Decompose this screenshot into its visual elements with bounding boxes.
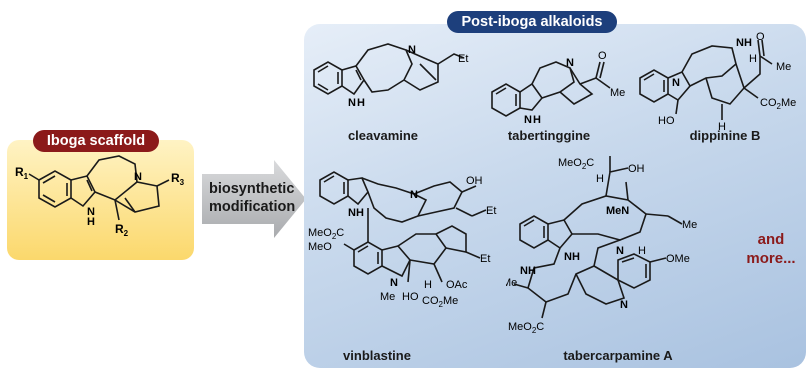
tabertinggine-structure: N N H O Me: [491, 50, 625, 126]
nh-h-label: H: [87, 216, 95, 228]
and-more-line1: and: [757, 231, 785, 248]
iboga-scaffold-structure: R1 R3 R2 N H N: [15, 155, 185, 238]
vinblastine-atom-ho: HO: [402, 291, 419, 303]
tabercarpamine-atom-nh: NH: [520, 265, 536, 277]
dippinine-atom-h-top: H: [749, 53, 757, 65]
vinblastine-structure: N H N OH Et MeO2C MeO N Me HO H OAc CO2M…: [308, 171, 496, 309]
compound-name-tabertinggine: tabertinggine: [507, 128, 591, 143]
vinblastine-atom-h1: H: [356, 207, 364, 219]
r3-label: R3: [171, 171, 185, 187]
dippinine-atom-n: N: [672, 77, 680, 89]
dippinine-structure: NH H O Me CO2Me HO H N: [639, 32, 796, 132]
compound-name-tabercarpamine-a: tabercarpamine A: [563, 348, 673, 363]
tabercarpamine-atom-h2: H: [638, 245, 646, 257]
arrow-label-line2: modification: [209, 199, 296, 215]
tabercarpamine-atom-meo2c-bottom: MeO2C: [508, 321, 544, 335]
n-label: N: [134, 171, 142, 183]
vinblastine-atom-meo: MeO: [308, 241, 332, 253]
r1-label: R1: [15, 165, 29, 181]
vinblastine-atom-et2: Et: [480, 253, 490, 265]
post-iboga-panel: [304, 24, 806, 368]
dippinine-atom-co2me: CO2Me: [760, 97, 796, 111]
compound-name-cleavamine: cleavamine: [347, 128, 419, 143]
compound-name-vinblastine: vinblastine: [343, 348, 411, 363]
dippinine-atom-me: Me: [776, 61, 791, 73]
vinblastine-atom-n1: N: [348, 207, 356, 219]
vinblastine-atom-et1: Et: [486, 205, 496, 217]
tabercarpamine-atom-me1: Me: [682, 219, 697, 231]
iboga-scaffold-title: Iboga scaffold: [33, 130, 159, 152]
and-more-line2: more...: [746, 250, 796, 267]
dippinine-atom-h: H: [718, 121, 726, 132]
tabertinggine-atom-n: N: [566, 57, 574, 69]
dippinine-atom-nh: NH: [736, 37, 752, 49]
tabercarpamine-atom-meo2c-top: MeO2C: [558, 157, 594, 171]
vinblastine-atom-me: Me: [380, 291, 395, 303]
cleavamine-atom-n: N: [408, 44, 416, 56]
biosynthetic-arrow: [202, 160, 306, 238]
cleavamine-atom-h: H: [357, 97, 365, 109]
post-iboga-title: Post-iboga alkaloids: [447, 11, 617, 33]
tabercarpamine-atom-n-ring: N: [616, 245, 624, 257]
vinblastine-atom-oh: OH: [466, 175, 483, 187]
compound-name-dippinine-b: dippinine B: [689, 128, 761, 143]
vinblastine-atom-oac: OAc: [446, 279, 468, 291]
tabercarpamine-atom-n: N: [564, 251, 572, 263]
arrow-label: biosynthetic modification: [209, 180, 296, 216]
tabercarpamine-atom-me2: Me: [506, 277, 517, 289]
arrow-label-line1: biosynthetic: [209, 181, 295, 197]
tabertinggine-atom-h: H: [533, 114, 541, 126]
tabercarpamine-atom-n2: N: [620, 299, 628, 311]
vinblastine-atom-h2: H: [424, 279, 432, 291]
tabercarpamine-atom-oh: OH: [628, 163, 645, 175]
vinblastine-atom-meo2c: MeO2C: [308, 227, 344, 241]
dippinine-atom-ho: HO: [658, 115, 675, 127]
dippinine-atom-o: O: [756, 32, 765, 43]
tabertinggine-atom-nh: N: [524, 114, 532, 126]
r2-label: R2: [115, 222, 129, 238]
tabertinggine-atom-me: Me: [610, 87, 625, 99]
cleavamine-structure: N Et N H: [313, 43, 468, 109]
tabercarpamine-atom-ome: OMe: [666, 253, 690, 265]
vinblastine-atom-co2me: CO2Me: [422, 295, 458, 309]
cleavamine-atom-et: Et: [458, 53, 468, 65]
vinblastine-atom-n3: N: [390, 277, 398, 289]
tabercarpamine-atom-men: MeN: [606, 205, 629, 217]
and-more-label: and more...: [735, 230, 807, 268]
nh-label: N: [87, 206, 95, 218]
tabercarpamine-atom-h1: H: [572, 251, 580, 263]
vinblastine-atom-n2: N: [410, 189, 418, 201]
tabertinggine-atom-o: O: [598, 50, 607, 62]
cleavamine-atom-nh: N: [348, 97, 356, 109]
tabercarpamine-structure: MeO2C OH H MeN N H Me H N NH Me OMe MeO2…: [506, 156, 697, 335]
tabercarpamine-atom-h-top: H: [596, 173, 604, 185]
